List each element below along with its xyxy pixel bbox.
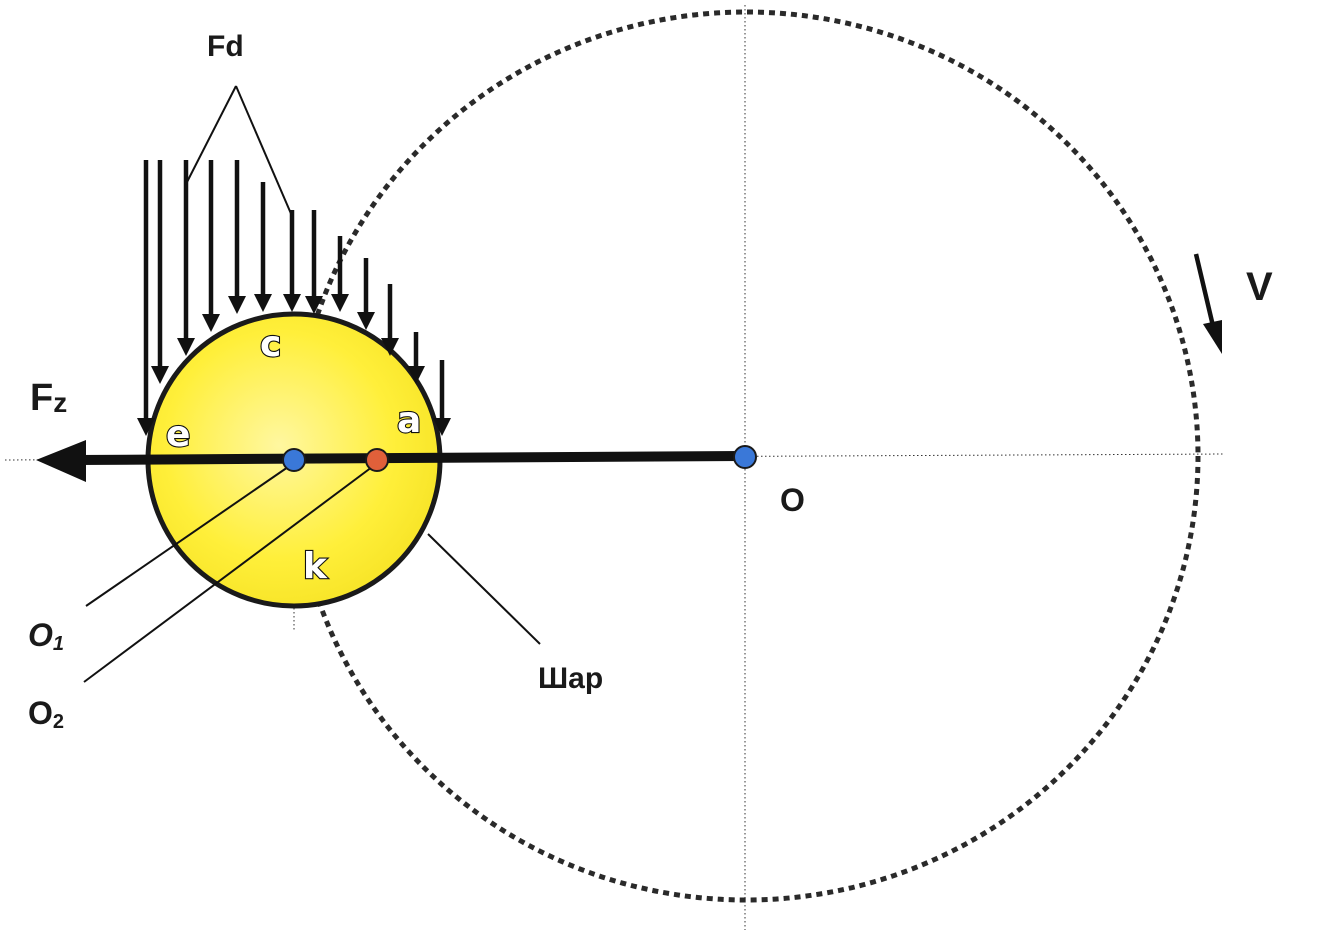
fd-arrow	[254, 182, 272, 312]
leader-lines	[83, 466, 541, 683]
point-c-label: c	[260, 324, 281, 365]
fd-arrow	[381, 284, 399, 356]
fz-arrow	[36, 440, 743, 482]
fz-label: Fz	[30, 377, 67, 419]
orbit-center-dot	[733, 445, 757, 469]
fd-arrow	[202, 160, 220, 332]
fd-arrow	[283, 210, 301, 312]
ball-center-dot-o1	[282, 448, 306, 472]
fd-arrow	[151, 160, 169, 384]
fd-arrow	[433, 360, 451, 436]
fd-leader-lines	[185, 85, 293, 217]
o2-label: O2	[28, 695, 64, 733]
o2-label-sub: 2	[53, 711, 64, 733]
point-a-label: a	[397, 400, 421, 441]
offset-point-dot-o2	[365, 448, 389, 472]
point-e-label: e	[166, 414, 190, 455]
fd-arrow	[357, 258, 375, 330]
fd-arrow	[137, 160, 155, 436]
fd-arrow	[407, 332, 425, 384]
orbit-center-label: O	[780, 482, 805, 518]
orbit-circle	[291, 9, 1201, 903]
velocity-label: V	[1246, 265, 1273, 309]
horizontal-axis	[4, 453, 1226, 461]
fd-arrow	[305, 210, 323, 314]
o1-label-sub: 1	[53, 633, 64, 655]
o1-label: O1	[28, 617, 64, 655]
ball-label: Шар	[538, 662, 603, 695]
fd-arrow	[177, 160, 195, 356]
fd-arrows	[137, 160, 451, 436]
fz-label-main: F	[30, 377, 53, 419]
fd-label: Fd	[207, 30, 244, 63]
o2-label-main: O	[28, 695, 53, 731]
fd-arrow	[228, 160, 246, 314]
o1-label-main: O	[28, 617, 53, 653]
fz-label-sub: z	[53, 387, 67, 418]
fd-arrow	[331, 236, 349, 312]
velocity-arrow	[1193, 253, 1222, 354]
point-k-label: k	[303, 546, 328, 587]
